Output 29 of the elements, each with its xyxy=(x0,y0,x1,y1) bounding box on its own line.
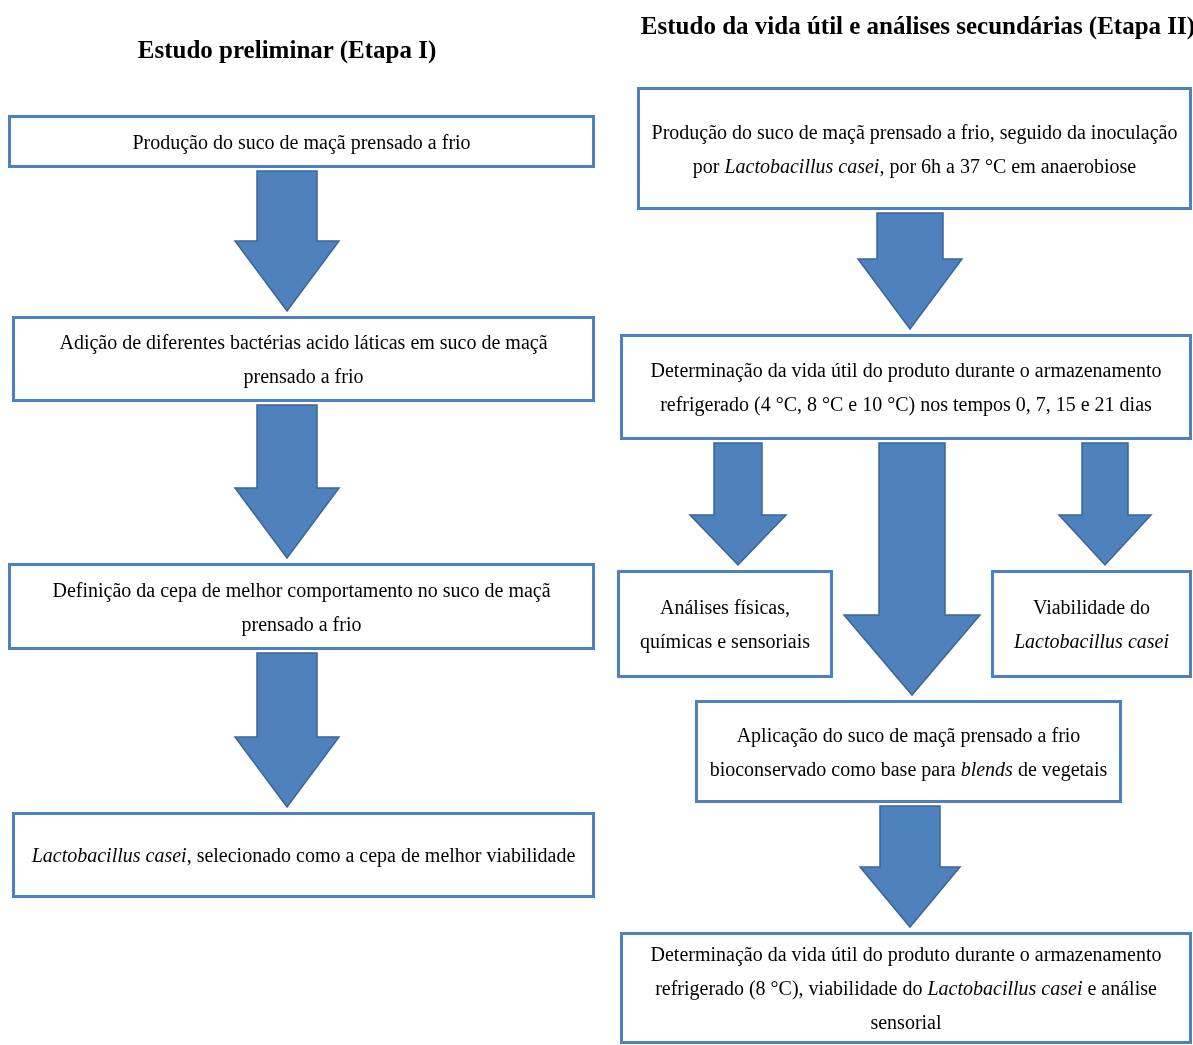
process-box xyxy=(12,812,595,898)
box-text: Adição de diferentes bactérias acido láticas em suco de maçã prensado a frio xyxy=(58,330,549,390)
box-text: Determinação da vida útil do produto durante o armazenamento refrigerado (4 °C, 8 °C e 10 °C) nos tempos 0, 7, 15 e 21 dias xyxy=(649,358,1163,418)
box-text: Viabilidade do Lactobacillus casei xyxy=(1013,595,1170,654)
block-arrow xyxy=(233,652,341,809)
block-arrow xyxy=(233,404,341,560)
block-arrow xyxy=(858,805,962,929)
process-box xyxy=(695,700,1122,803)
process-box xyxy=(617,570,833,678)
process-box xyxy=(620,932,1192,1044)
block-arrow xyxy=(842,442,982,697)
process-box xyxy=(8,563,595,650)
process-box xyxy=(637,87,1192,210)
block-arrow xyxy=(688,442,788,567)
box-text: Análises físicas, químicas e sensoriais xyxy=(639,595,811,655)
process-box xyxy=(12,316,595,402)
box-text: Aplicação do suco de maçã prensado a frio bioconservado como base para blends de vegetais xyxy=(708,722,1109,783)
box-text: Determinação da vida útil do produto durante o armazenamento refrigerado (8 °C), viabilidade do Lactobacillus casei e análise sensorial xyxy=(649,942,1163,1035)
block-arrow xyxy=(856,212,964,331)
box-text: Produção do suco de maçã prensado a frio, seguido da inoculação por Lactobacillus casei, por 6h a 37 °C em anaerobiose xyxy=(650,119,1179,180)
column-heading: Estudo preliminar (Etapa I) xyxy=(136,35,438,65)
box-text: Definição da cepa de melhor comportamento no suco de maçã prensado a frio xyxy=(51,577,552,638)
process-box xyxy=(620,334,1192,440)
process-box xyxy=(991,570,1192,678)
box-text: Lactobacillus casei, selecionado como a cepa de melhor viabilidade xyxy=(31,843,576,869)
block-arrow xyxy=(1057,442,1153,567)
box-text: Produção do suco de maçã prensado a frio xyxy=(132,129,471,156)
block-arrow xyxy=(233,170,341,313)
process-box xyxy=(8,115,595,168)
